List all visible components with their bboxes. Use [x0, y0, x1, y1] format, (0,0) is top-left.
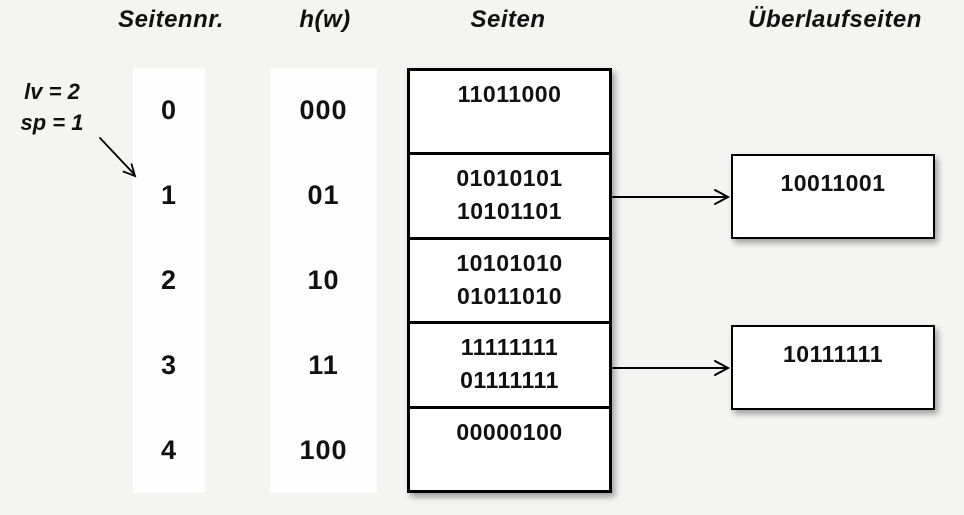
split-pointer-arrow: [99, 137, 137, 178]
hash-value-cell: 11: [308, 350, 339, 380]
hash-value-cell: 01: [307, 180, 340, 210]
overflow-page-row1: 10011001: [731, 154, 935, 239]
page-cell-2: 10101010 01011010: [410, 240, 609, 325]
page-number-cell: 2: [160, 265, 178, 295]
hash-value-cell: 000: [299, 95, 348, 125]
column-header-seitennr: Seitennr.: [118, 6, 224, 33]
overflow-page-row3: 10111111: [731, 325, 935, 410]
page-number-column: 0 1 2 3 4: [133, 68, 205, 493]
hash-value-cell: 10: [307, 265, 340, 295]
page-number-cell: 3: [160, 350, 178, 380]
page-cell-3: 11111111 01111111: [410, 324, 609, 409]
page-entry: 01010101: [456, 165, 563, 192]
page-entry: 11011000: [457, 81, 562, 107]
page-entry: 01011010: [456, 282, 563, 309]
page-entry: [410, 449, 609, 482]
page-entry: 01111111: [460, 367, 559, 394]
page-number-cell: 0: [160, 95, 178, 125]
page-number-cell: 4: [160, 435, 178, 465]
page-entry: 00000100: [456, 418, 563, 445]
page-entry: 10101010: [456, 249, 563, 276]
overflow-entry: 10011001: [780, 170, 886, 196]
pages-box: 11011000 01010101 10101101 10101010 0101…: [407, 68, 612, 493]
column-header-hash-function: h(w): [299, 6, 351, 33]
page-entry: [410, 111, 609, 144]
page-entry: 10101101: [456, 198, 563, 225]
hash-value-cell: 100: [299, 435, 348, 465]
overflow-entry: 10111111: [783, 341, 883, 367]
column-header-ueberlaufseiten: Überlaufseiten: [748, 6, 922, 33]
page-cell-0: 11011000: [410, 71, 609, 156]
hash-state-annotation: lv = 2 sp = 1: [8, 76, 96, 138]
split-pointer-label: sp = 1: [20, 110, 84, 135]
level-label: lv = 2: [24, 79, 80, 104]
page-cell-1: 01010101 10101101: [410, 155, 609, 240]
column-header-seiten: Seiten: [470, 6, 546, 33]
overflow-arrow-row3: [612, 360, 731, 376]
page-entry: 11111111: [460, 334, 559, 361]
hash-value-column: 000 01 10 11 100: [270, 68, 377, 493]
overflow-arrow-row1: [612, 189, 731, 205]
page-cell-4: 00000100: [410, 409, 609, 490]
page-number-cell: 1: [160, 180, 178, 210]
